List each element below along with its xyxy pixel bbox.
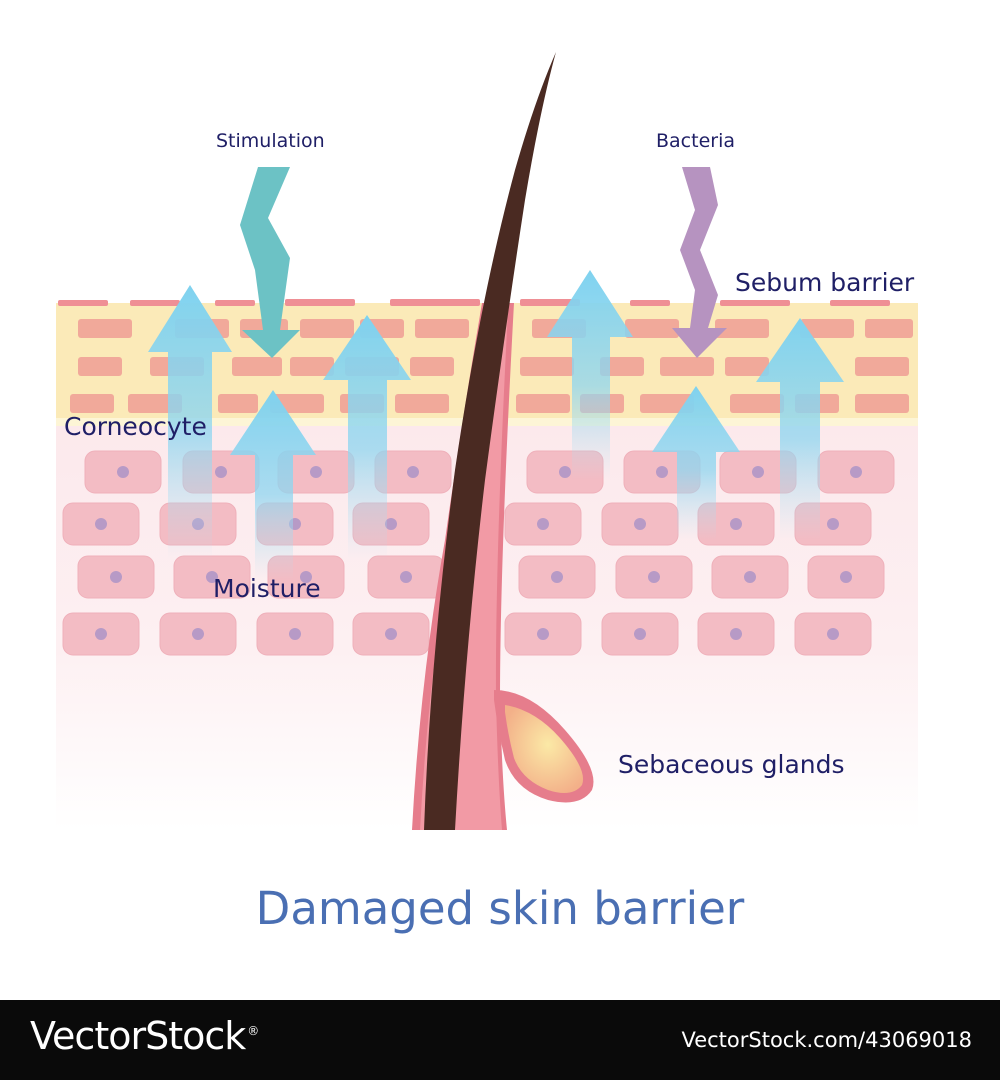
brand-mark: ®	[247, 1024, 259, 1039]
moisture-label: Moisture	[213, 574, 321, 603]
sebum-barrier-label: Sebum barrier	[735, 268, 915, 297]
skin-cross-section	[56, 52, 918, 830]
watermark-footer: VectorStock® VectorStock.com/43069018	[0, 1000, 1000, 1080]
skin-diagram: Stimulation Bacteria Sebum barrier Corne…	[56, 52, 918, 935]
image-credit: VectorStock.com/43069018	[681, 1028, 972, 1052]
brand-logo: VectorStock®	[30, 1014, 259, 1058]
hair-shaft	[424, 52, 556, 830]
cell-nuclei	[95, 466, 862, 640]
sebum-barrier	[58, 299, 890, 306]
moisture-arrows	[148, 270, 844, 580]
bacteria-label: Bacteria	[656, 130, 735, 152]
corneocyte-label: Corneocyte	[64, 412, 207, 441]
diagram-title: Damaged skin barrier	[255, 882, 745, 935]
sebaceous-glands-label: Sebaceous glands	[618, 750, 845, 779]
stimulation-label: Stimulation	[216, 130, 325, 152]
bacteria-zigzag	[672, 167, 727, 358]
stimulation-zigzag	[240, 167, 300, 358]
brand-name: VectorStock	[30, 1014, 246, 1058]
